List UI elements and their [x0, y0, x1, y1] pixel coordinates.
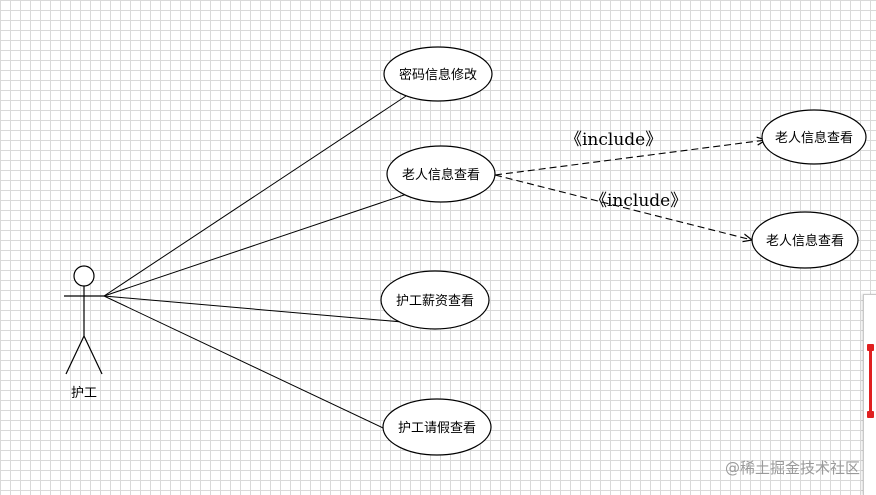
actor-label: 护工	[71, 386, 97, 401]
watermark: @稀土掘金技术社区	[724, 459, 860, 477]
actor-right-leg	[83, 335, 103, 375]
use-case-salary-view[interactable]: 护工薪资查看	[380, 270, 490, 330]
include-label-1: 《include》	[565, 130, 662, 150]
include-arrow-1	[494, 140, 766, 176]
include-arrow-2	[494, 174, 752, 240]
include-label-2: 《include》	[590, 191, 687, 211]
association-elder-view	[103, 192, 411, 297]
use-case-password-change[interactable]: 密码信息修改	[383, 46, 493, 102]
use-case-leave-view[interactable]: 护工请假查看	[382, 398, 492, 456]
use-case-label: 护工薪资查看	[396, 293, 474, 309]
use-case-label: 护工请假查看	[398, 420, 476, 436]
association-password	[103, 95, 407, 297]
use-case-elder-info-view[interactable]: 老人信息查看	[386, 145, 496, 203]
use-case-included-elder-info-2[interactable]: 老人信息查看	[751, 211, 859, 269]
side-panel[interactable]	[863, 294, 876, 495]
actor-left-leg	[65, 335, 85, 375]
use-case-label: 老人信息查看	[402, 167, 480, 183]
use-case-label: 老人信息查看	[775, 130, 853, 146]
actor-nurse[interactable]: 护工	[64, 265, 104, 401]
actor-head	[73, 265, 95, 287]
resize-handle[interactable]	[867, 344, 874, 418]
association-salary	[103, 295, 403, 323]
use-case-label: 密码信息修改	[399, 67, 477, 83]
use-case-included-elder-info-1[interactable]: 老人信息查看	[761, 109, 867, 165]
association-leave	[103, 295, 401, 437]
use-case-label: 老人信息查看	[766, 233, 844, 249]
